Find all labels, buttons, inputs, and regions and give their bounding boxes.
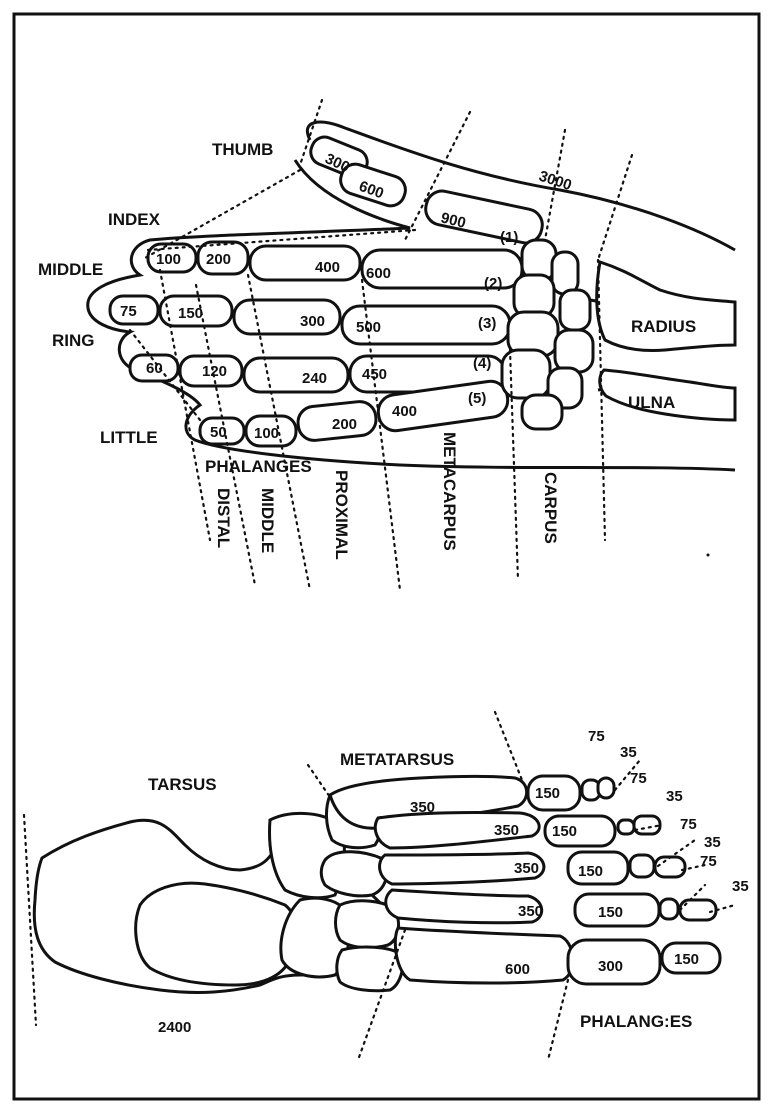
proximal-label: PROXIMAL: [332, 470, 351, 560]
index-proximal-bone: [250, 246, 360, 280]
big-toe-distal-value: 150: [674, 951, 699, 968]
tarsus-label: TARSUS: [148, 775, 217, 794]
toe-distal-bone: [655, 857, 685, 877]
radius-label: RADIUS: [631, 317, 696, 336]
toe-label-8: 35: [732, 878, 749, 895]
little-middle-value: 100: [254, 425, 279, 442]
middle-middle-value: 150: [178, 305, 203, 322]
metatarsal-value-1: 350: [410, 799, 435, 816]
phalanges-label: PHALANGES: [205, 457, 312, 476]
little-bones: [200, 379, 510, 446]
toe-label-7: 75: [700, 853, 717, 870]
index-proximal-value: 400: [315, 259, 340, 276]
toe-label-2: 35: [620, 744, 637, 761]
thumb-label: THUMB: [212, 140, 273, 159]
toe-proximal-value-4: 150: [598, 904, 623, 921]
toe-distal-bone: [598, 778, 614, 798]
middle-phalanx-label: MIDDLE: [258, 488, 277, 553]
ring-metacarpal-value: 450: [362, 366, 387, 383]
metatarsal-value-5: 600: [505, 961, 530, 978]
toe-middle-bone: [630, 855, 654, 877]
metatarsal-value-3: 350: [514, 860, 539, 877]
stray-dot: [707, 554, 710, 557]
toe-label-1: 75: [588, 728, 605, 745]
toe-proximal-value-2: 150: [552, 823, 577, 840]
little-metacarpal-value: 400: [392, 403, 417, 420]
cuneiform-bone: [321, 852, 387, 896]
toe-proximal-value-3: 150: [578, 863, 603, 880]
index-metacarpal-value: 600: [366, 265, 391, 282]
middle-proximal-value: 300: [300, 313, 325, 330]
metacarpal-number-1: (1): [500, 229, 518, 246]
cuneiform-bone: [337, 947, 403, 991]
distal-label: DISTAL: [214, 488, 233, 548]
ring-label: RING: [52, 331, 95, 350]
toe-middle-bone: [660, 899, 678, 919]
ulna-label: ULNA: [628, 393, 675, 412]
middle-distal-value: 75: [120, 303, 137, 320]
ring-distal-value: 60: [146, 360, 163, 377]
carpal-bone: [555, 330, 593, 372]
metatarsal-value-4: 350: [518, 903, 543, 920]
carpal-bone: [552, 252, 578, 294]
toe-label-4: 35: [666, 788, 683, 805]
index-label: INDEX: [108, 210, 161, 229]
toe-distal-bone: [680, 900, 716, 920]
metacarpal-number-3: (3): [478, 315, 496, 332]
toe-middle-bone: [618, 820, 634, 834]
ring-proximal-value: 240: [302, 370, 327, 387]
little-proximal-value: 200: [332, 416, 357, 433]
toe-proximal-value-1: 150: [535, 785, 560, 802]
metatarsus-label: METATARSUS: [340, 750, 454, 769]
little-distal-value: 50: [210, 424, 227, 441]
toe-label-6: 35: [704, 834, 721, 851]
foot-phalanges-label: PHALANG:ES: [580, 1012, 692, 1031]
carpal-bone: [560, 290, 590, 330]
tarsus-value: 2400: [158, 1019, 191, 1036]
carpal-bone: [522, 395, 562, 429]
ring-proximal-bone: [244, 358, 348, 392]
carpus-label: CARPUS: [541, 472, 560, 544]
toe-proximal-value-5: 300: [598, 958, 623, 975]
toe-label-5: 75: [680, 816, 697, 833]
metacarpal-number-5: (5): [468, 390, 486, 407]
metacarpal-number-4: (4): [473, 355, 491, 372]
middle-finger-label: MIDDLE: [38, 260, 103, 279]
index-middle-value: 200: [206, 251, 231, 268]
metatarsal-value-2: 350: [494, 822, 519, 839]
ring-middle-value: 120: [202, 363, 227, 380]
toe-label-3: 75: [630, 770, 647, 787]
metacarpal-number-2: (2): [484, 275, 502, 292]
middle-metacarpal-value: 500: [356, 319, 381, 336]
little-label: LITTLE: [100, 428, 158, 447]
metacarpus-label: METACARPUS: [440, 432, 459, 551]
index-distal-value: 100: [156, 251, 181, 268]
radius-bone: [597, 262, 735, 351]
metatarsal-bone-5: [395, 928, 573, 983]
